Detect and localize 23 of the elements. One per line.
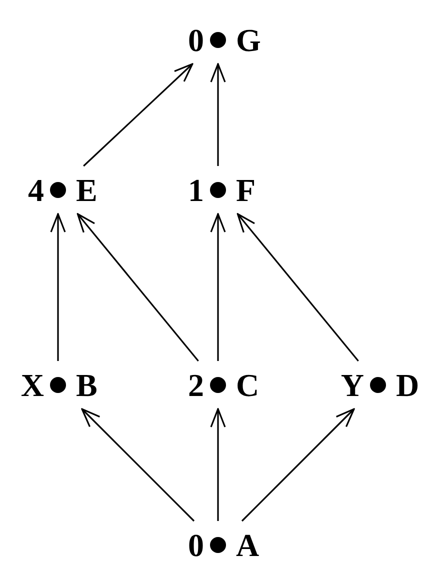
node-value: Y bbox=[340, 369, 364, 401]
node-label: B bbox=[76, 369, 98, 401]
arrow bbox=[76, 213, 199, 362]
arrow bbox=[83, 63, 194, 167]
node-value: 0 bbox=[188, 24, 204, 56]
node-label: A bbox=[236, 529, 260, 561]
arrow bbox=[50, 213, 66, 361]
node-value: 2 bbox=[188, 369, 204, 401]
node-value: 0 bbox=[188, 529, 204, 561]
node-label: C bbox=[236, 369, 260, 401]
node-label: G bbox=[236, 24, 261, 56]
arrow bbox=[241, 408, 355, 522]
arrow bbox=[210, 213, 226, 361]
node-label: F bbox=[236, 174, 256, 206]
node-label: E bbox=[76, 174, 98, 206]
node-label: D bbox=[396, 369, 420, 401]
arrow bbox=[210, 408, 226, 521]
node-value: 1 bbox=[188, 174, 204, 206]
node-value: X bbox=[20, 369, 44, 401]
node-value: 4 bbox=[28, 174, 44, 206]
arrow bbox=[236, 213, 359, 362]
arrow bbox=[81, 408, 195, 522]
arrow bbox=[210, 63, 226, 166]
